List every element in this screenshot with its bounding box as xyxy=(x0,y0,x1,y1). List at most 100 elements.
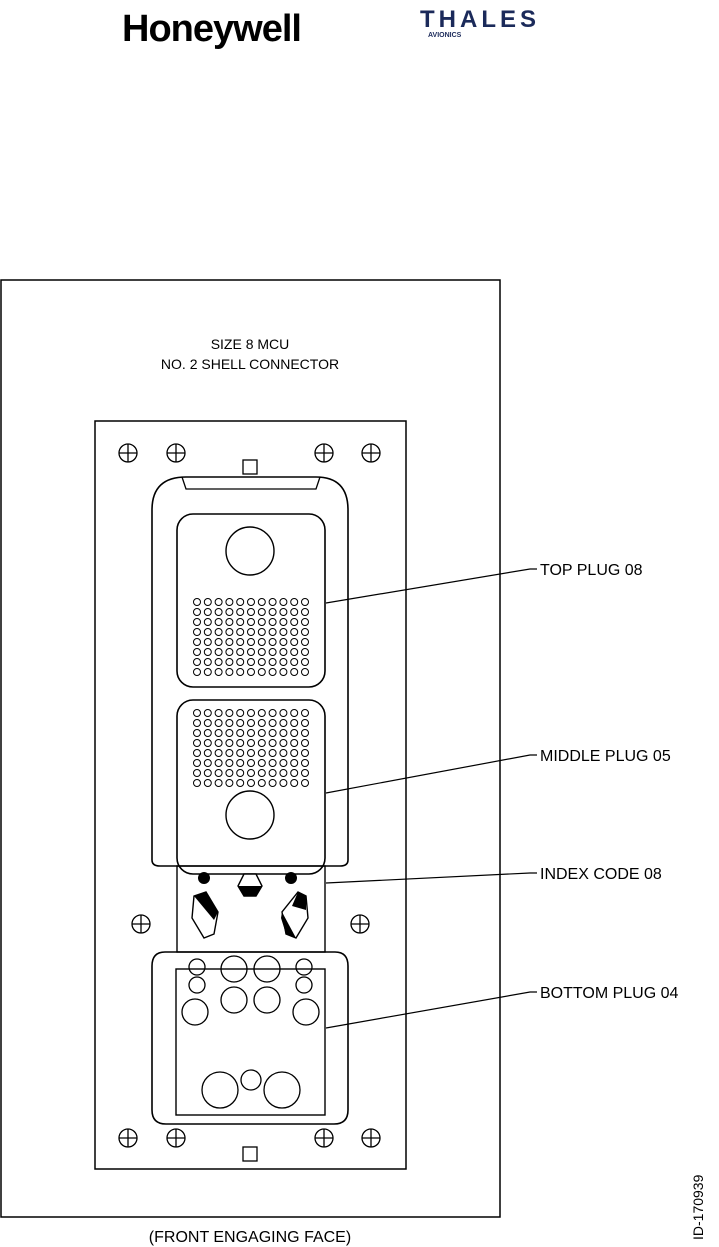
contact-pin xyxy=(280,609,287,616)
bottom-plug-contacts xyxy=(182,956,319,1108)
contact-pin xyxy=(204,770,211,777)
leader-index-code xyxy=(326,873,537,883)
index-dot-left xyxy=(198,872,210,884)
callout-bottom-plug: BOTTOM PLUG 04 xyxy=(540,985,679,1002)
contact-pin xyxy=(291,659,298,666)
contact-pin xyxy=(248,720,255,727)
contact-pin xyxy=(258,599,265,606)
contact-pin xyxy=(237,639,244,646)
contact-pin xyxy=(226,599,233,606)
contact-pin xyxy=(226,740,233,747)
contact-pin xyxy=(280,760,287,767)
contact-pin xyxy=(226,649,233,656)
contact-pin xyxy=(280,710,287,717)
contact-pin xyxy=(215,669,222,676)
contact-pin xyxy=(291,770,298,777)
housing-latch xyxy=(182,477,320,489)
contact-pin xyxy=(215,730,222,737)
contact-pin xyxy=(204,619,211,626)
contact-pin xyxy=(237,669,244,676)
contact-pin xyxy=(226,780,233,787)
contact-pin xyxy=(269,730,276,737)
contact-pin xyxy=(302,659,309,666)
upper-housing xyxy=(152,477,348,866)
contact-pin xyxy=(291,649,298,656)
contact-pin xyxy=(226,710,233,717)
contact-pin xyxy=(194,740,201,747)
screw-icon xyxy=(167,444,185,462)
contact-pin xyxy=(258,619,265,626)
contact-pin xyxy=(258,710,265,717)
screw-icon xyxy=(362,1129,380,1147)
contact-pin xyxy=(258,740,265,747)
contact-pin xyxy=(302,780,309,787)
front-engaging-face-caption: (FRONT ENGAGING FACE) xyxy=(149,1229,351,1246)
contact-pin xyxy=(248,639,255,646)
contact-pin xyxy=(248,629,255,636)
contact-pin xyxy=(237,720,244,727)
contact-pin xyxy=(280,669,287,676)
contact-pin xyxy=(215,760,222,767)
contact-pin xyxy=(226,609,233,616)
contact-pin xyxy=(302,629,309,636)
contact-pin xyxy=(280,720,287,727)
contact-pin xyxy=(194,720,201,727)
contact-pin xyxy=(248,770,255,777)
contact-pin xyxy=(269,760,276,767)
contact-pin xyxy=(237,730,244,737)
screw-icon xyxy=(362,444,380,462)
contact-pin xyxy=(302,730,309,737)
contact-pin xyxy=(280,649,287,656)
contact-pin xyxy=(269,599,276,606)
contact-pin xyxy=(269,649,276,656)
contact-pin xyxy=(215,740,222,747)
index-code-keys xyxy=(192,872,308,938)
contact-pin xyxy=(215,619,222,626)
contact-pin xyxy=(194,730,201,737)
contact-pin xyxy=(204,730,211,737)
contact-pin xyxy=(302,710,309,717)
contact-pin xyxy=(194,760,201,767)
contact-pin xyxy=(258,760,265,767)
contact-pin xyxy=(226,760,233,767)
contact-pin xyxy=(237,780,244,787)
contact-pin xyxy=(248,740,255,747)
contact-pin xyxy=(258,770,265,777)
contact-pin xyxy=(194,619,201,626)
contact-pin xyxy=(280,629,287,636)
contact-pin xyxy=(215,609,222,616)
top-key xyxy=(243,460,257,474)
contact-pin xyxy=(237,740,244,747)
middle-plug-contact-grid xyxy=(194,710,309,787)
contact-pin xyxy=(237,750,244,757)
document-id: ID-170939 xyxy=(690,1175,706,1240)
mounting-screws xyxy=(119,444,380,1147)
middle-plug-large-contact xyxy=(226,791,274,839)
contact-pin xyxy=(226,669,233,676)
contact-pin xyxy=(269,669,276,676)
contact-pin xyxy=(194,609,201,616)
contact-pin xyxy=(248,710,255,717)
connector-plate xyxy=(95,421,406,1169)
contact-pin xyxy=(248,669,255,676)
contact-pin xyxy=(280,619,287,626)
contact-pin xyxy=(302,649,309,656)
screw-icon xyxy=(132,915,150,933)
contact-pin xyxy=(204,720,211,727)
contact-pin xyxy=(258,780,265,787)
contact-pin xyxy=(204,740,211,747)
contact-pin xyxy=(248,659,255,666)
contact-pin xyxy=(302,609,309,616)
contact-pin xyxy=(269,780,276,787)
contact-pin xyxy=(269,609,276,616)
contact-pin xyxy=(280,770,287,777)
screw-icon xyxy=(119,1129,137,1147)
contact-pin xyxy=(194,710,201,717)
contact-pin xyxy=(280,740,287,747)
contact-pin xyxy=(258,730,265,737)
contact-pin xyxy=(291,750,298,757)
contact-pin xyxy=(237,629,244,636)
contact-pin xyxy=(194,780,201,787)
contact-pin xyxy=(291,760,298,767)
contact-pin xyxy=(237,649,244,656)
